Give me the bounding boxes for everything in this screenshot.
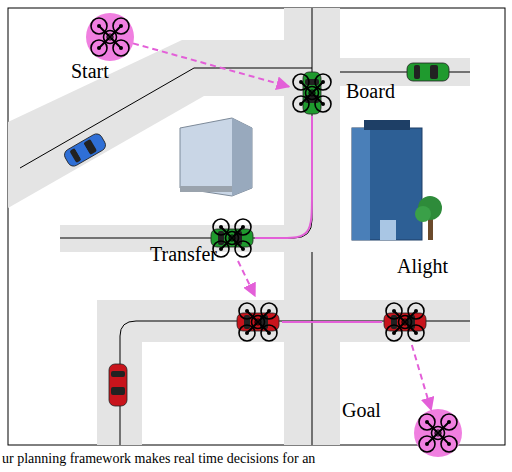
car: [62, 132, 107, 169]
stop-label: Goal: [342, 398, 388, 422]
road-lines: [20, 8, 470, 445]
roads: [8, 8, 470, 445]
centre-line: [60, 8, 312, 238]
drone: [414, 409, 462, 457]
stop-label: Board: [346, 79, 392, 103]
route-connector: [133, 43, 289, 86]
route-segment: [282, 321, 382, 323]
caption: ur planning framework makes real time de…: [2, 450, 315, 468]
drone: [213, 219, 251, 257]
route-connector: [238, 261, 382, 322]
drone: [239, 303, 277, 341]
centre-line: [340, 72, 470, 73]
stop-label: Alight: [397, 254, 443, 278]
route-segment: [133, 43, 289, 86]
route-segment: [412, 345, 431, 410]
diagonal-road: [8, 40, 284, 208]
vehicles: [62, 13, 462, 457]
stop-label: Start: [71, 59, 117, 83]
drone-stop: Alight: [382, 299, 428, 345]
tree: [415, 196, 442, 240]
drone-stop: Goal: [415, 410, 461, 456]
centre-line: [20, 68, 312, 168]
drone: [86, 13, 134, 61]
drone-stop: Transfer: [209, 215, 255, 261]
left-building: [180, 118, 252, 196]
right-building: [352, 120, 422, 240]
drone: [386, 303, 424, 341]
route-connector: [412, 345, 431, 410]
drone: [293, 74, 331, 112]
drone-stop: Board: [289, 70, 335, 116]
car: [407, 63, 449, 81]
car: [109, 364, 127, 406]
route-connector: [255, 116, 312, 238]
stop-label: Transfer: [150, 242, 196, 266]
route-segment: [238, 261, 255, 296]
frame: [8, 8, 505, 445]
main-road: [284, 8, 340, 445]
route-segment: [255, 116, 312, 238]
drone-stop: Start: [87, 14, 133, 60]
centre-line: [312, 252, 313, 445]
